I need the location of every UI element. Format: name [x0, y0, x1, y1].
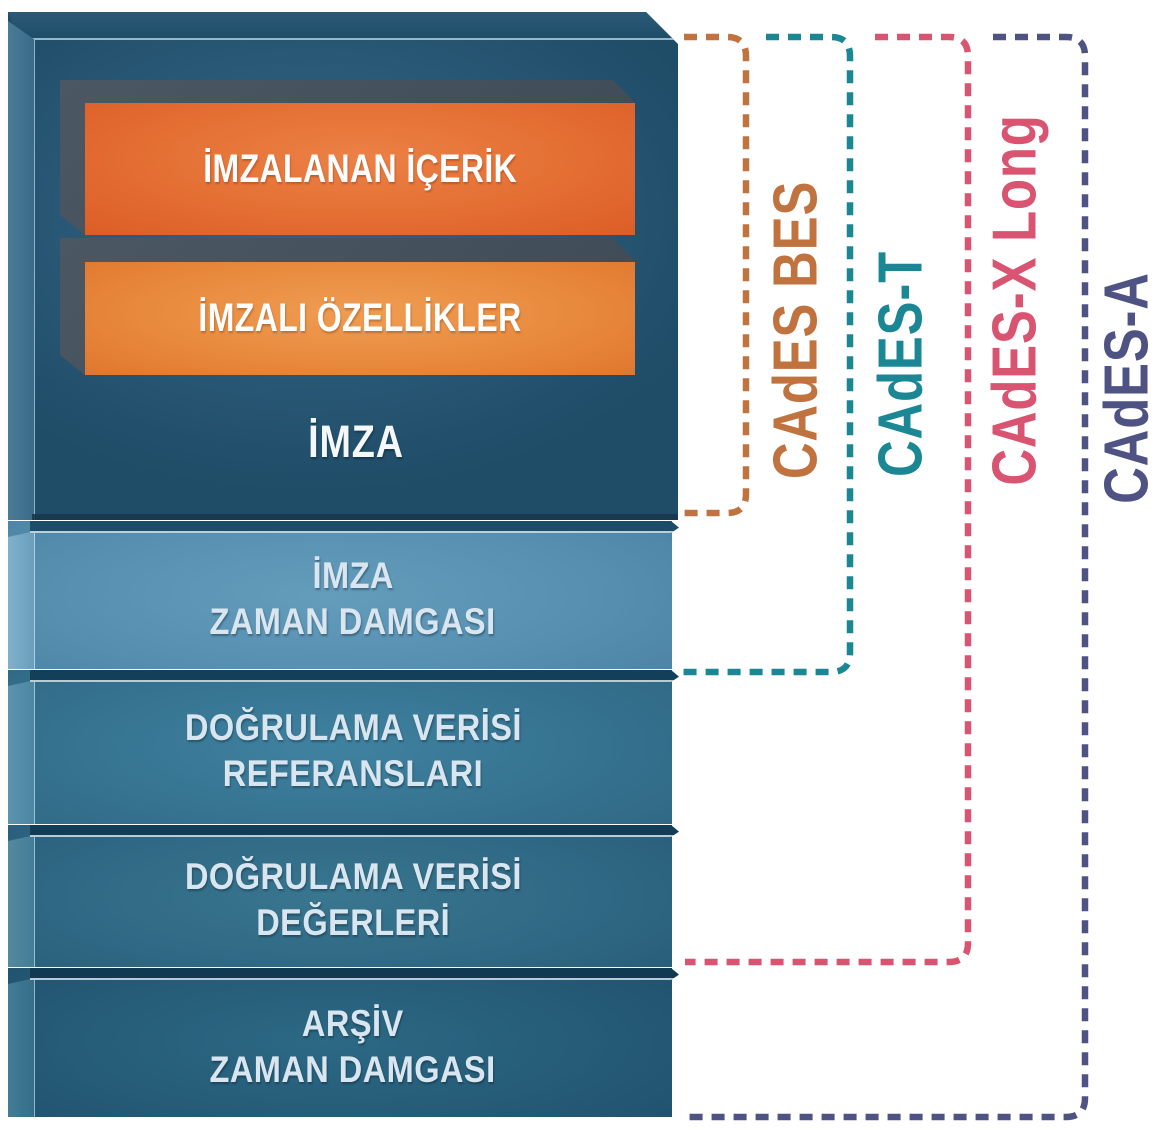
layer-label-line1: DOĞRULAMA VERİSİ — [184, 707, 522, 748]
layer-label: ARŞİV ZAMAN DAMGASI — [8, 968, 672, 1117]
cades-x-long-bracket — [685, 33, 972, 966]
cades-a-label: CAdES-A — [1092, 272, 1162, 504]
layer-label-line1: İMZA — [312, 555, 394, 596]
signed-attributes-label: İMZALI ÖZELLİKLER — [198, 296, 522, 340]
slab-top-edge — [30, 521, 679, 533]
cades-x-long-label: CAdES-X Long — [980, 114, 1050, 486]
layer-label-line1: DOĞRULAMA VERİSİ — [184, 856, 522, 897]
layer-label-line2: ZAMAN DAMGASI — [209, 1048, 497, 1090]
signed-attributes-box: İMZALI ÖZELLİKLER — [60, 238, 635, 375]
signed-content-face: İMZALANAN İÇERİK — [85, 103, 635, 235]
layer-label: DOĞRULAMA VERİSİ DEĞERLERİ — [8, 825, 672, 967]
slab-top-edge — [30, 825, 679, 837]
slab-left-bevel — [8, 978, 35, 1117]
layer-archive-timestamp: ARŞİV ZAMAN DAMGASI — [8, 968, 672, 1117]
layer-validation-data-references: DOĞRULAMA VERİSİ REFERANSLARI — [8, 670, 672, 824]
layer-label-line2: DEĞERLERİ — [256, 902, 450, 943]
container-bottom-edge — [32, 514, 678, 520]
signature-container-box: İMZALANAN İÇERİK İMZALI ÖZELLİKLER İMZA — [8, 12, 678, 520]
layer-signature-timestamp: İMZA ZAMAN DAMGASI — [8, 521, 672, 669]
cades-t-label: CAdES-T — [866, 250, 936, 478]
layer-label: DOĞRULAMA VERİSİ REFERANSLARI — [8, 670, 672, 824]
layer-validation-data-values: DOĞRULAMA VERİSİ DEĞERLERİ — [8, 825, 672, 967]
layer-label-line2: ZAMAN DAMGASI — [209, 601, 497, 642]
cades-bes-label: CAdES BES — [761, 180, 831, 480]
slab-top-edge — [30, 670, 679, 682]
signature-label-row: İMZA — [34, 412, 678, 472]
layer-label-line1: ARŞİV — [302, 1002, 404, 1044]
cades-bes-bracket — [684, 33, 750, 517]
container-top-bevel — [8, 12, 678, 40]
container-left-bevel — [8, 21, 35, 520]
signed-content-box: İMZALANAN İÇERİK — [60, 80, 635, 235]
layer-label-line2: REFERANSLARI — [222, 753, 484, 794]
slab-left-bevel — [8, 835, 35, 967]
signed-attributes-face: İMZALI ÖZELLİKLER — [85, 262, 635, 375]
slab-left-bevel — [8, 680, 35, 824]
signature-label: İMZA — [308, 416, 404, 467]
layer-label: İMZA ZAMAN DAMGASI — [8, 521, 672, 669]
signed-content-label: İMZALANAN İÇERİK — [203, 146, 517, 191]
slab-top-edge — [30, 968, 679, 980]
slab-left-bevel — [8, 531, 35, 669]
